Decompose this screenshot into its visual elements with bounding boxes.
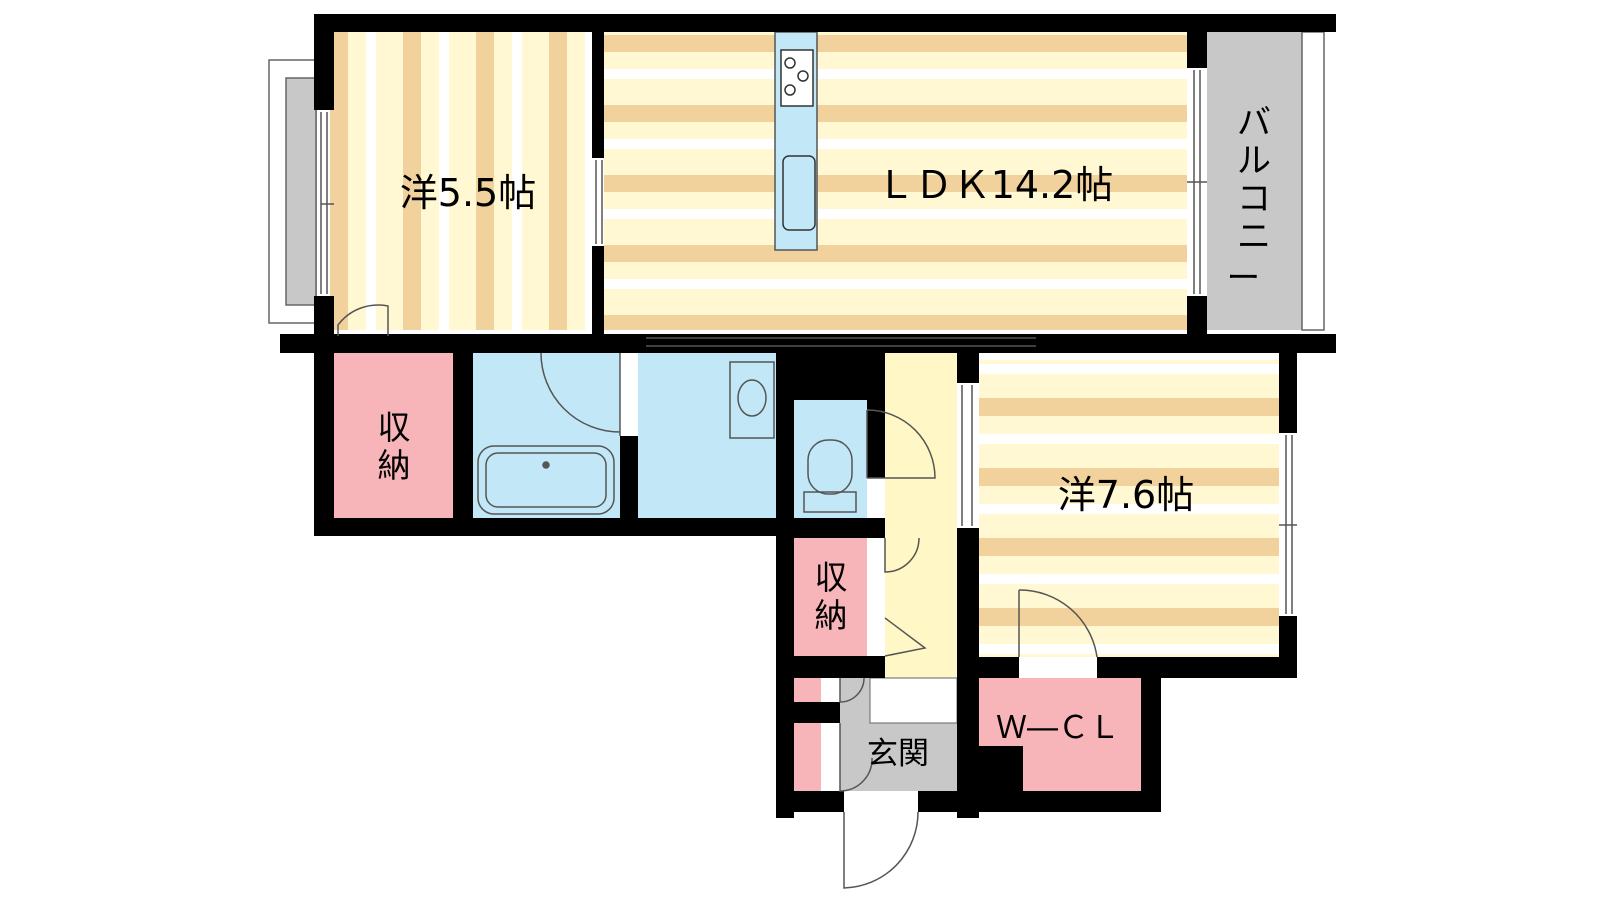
kitchen-stove-icon: [780, 49, 814, 107]
storage-left-floor: [334, 353, 453, 518]
wash-basin-icon: [729, 361, 775, 439]
vertical-char: 収: [378, 408, 411, 447]
vertical-char: ー: [1226, 253, 1260, 293]
openings: [320, 70, 1297, 889]
storage-hall-floor: [794, 538, 867, 656]
label-walk-in-closet: Ｗ―ＣＬ: [996, 710, 1120, 746]
room-western-7-6-floor: [979, 360, 1279, 657]
bathroom-floor: [473, 353, 620, 518]
label-ldk: ＬＤＫ14.2帖: [877, 163, 1114, 207]
vertical-char: ニ: [1237, 217, 1271, 257]
vertical-char: ル: [1237, 141, 1271, 181]
bathtub-icon: [477, 445, 615, 515]
label-storage-left: 収納: [378, 408, 411, 485]
label-western-5-5: 洋5.5帖: [400, 171, 536, 215]
room-western-5-5-floor: [330, 32, 592, 330]
balcony-rail: [1301, 31, 1325, 331]
toilet-icon: [803, 439, 857, 513]
kitchen-sink-icon: [782, 155, 816, 231]
toilet-floor: [794, 400, 867, 518]
entrance-step: [869, 677, 958, 724]
vertical-char: バ: [1237, 103, 1271, 143]
balcony-floor: [1207, 32, 1302, 330]
shoe-box-bottom: [794, 723, 821, 791]
label-storage-hall: 収納: [815, 558, 848, 635]
room-ldk-floor: [604, 32, 1187, 330]
walls: [280, 14, 1336, 818]
corridor-floor: [885, 353, 957, 705]
bay-window-inner: [285, 77, 317, 306]
label-western-7-6: 洋7.6帖: [1058, 473, 1194, 517]
vertical-char: 納: [378, 446, 411, 485]
vertical-char: 収: [815, 558, 848, 597]
vertical-char: コ: [1237, 179, 1271, 219]
shoe-box-top: [794, 678, 821, 702]
washroom-floor: [638, 353, 776, 518]
vertical-char: 納: [815, 596, 848, 635]
label-entrance: 玄関: [867, 736, 929, 772]
